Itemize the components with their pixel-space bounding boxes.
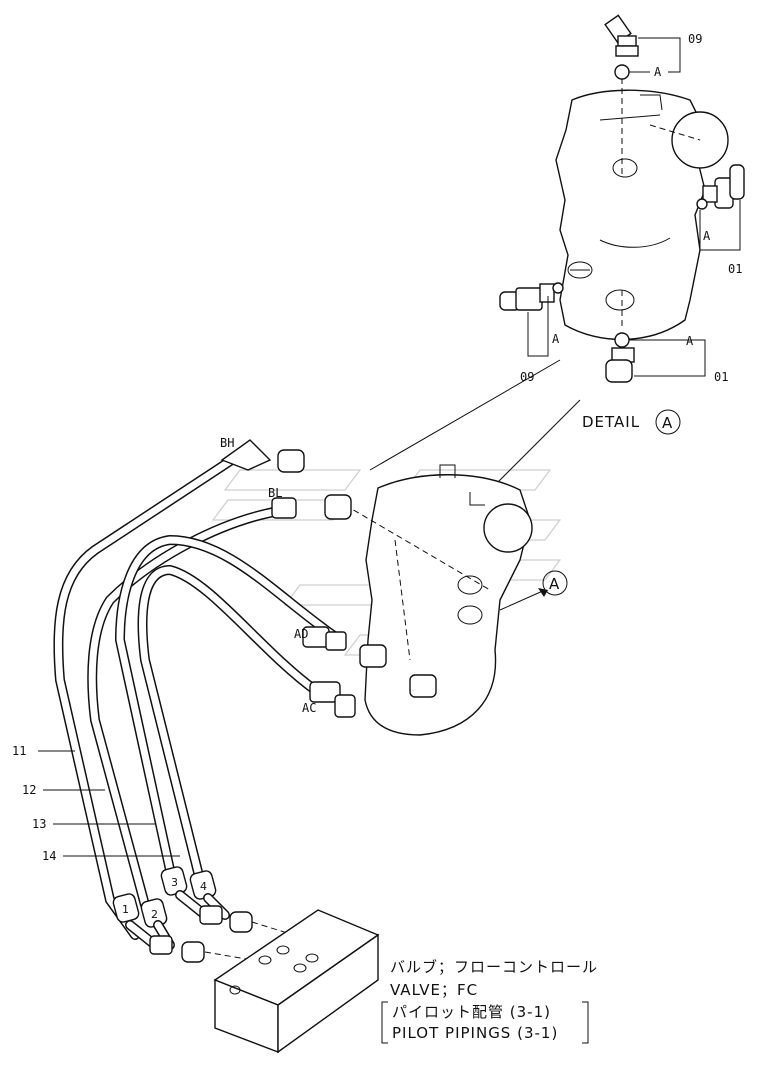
- hose-tag-4: 4: [200, 880, 207, 893]
- port-label-ac: AC: [302, 701, 316, 715]
- title-line-jp-piping: パイロット配管 (3-1): [392, 1003, 551, 1021]
- detail-caption: DETAIL: [582, 413, 640, 431]
- title-line-en-valve: VALVE；FC: [390, 981, 478, 999]
- port-label-bl: BL: [268, 486, 282, 500]
- fitting-top-elbow: [604, 14, 639, 57]
- left-o-ring: [552, 282, 564, 294]
- detail-valve-body: [555, 89, 706, 341]
- label-bottom-part: 01: [714, 370, 728, 384]
- part-number-13: 13: [32, 817, 46, 831]
- manifold-block: [213, 909, 380, 1054]
- bracket-left: [381, 1001, 388, 1044]
- bracket-right: [582, 1001, 589, 1044]
- label-right-part: 01: [728, 262, 742, 276]
- top-o-ring: [614, 64, 630, 80]
- callout-letter: A: [549, 575, 560, 593]
- label-left-a: A: [552, 332, 560, 346]
- lower-fittings: [125, 890, 311, 969]
- part-number-leaders: [38, 750, 180, 857]
- part-number-14: 14: [42, 849, 56, 863]
- detail-circle-letter: A: [662, 414, 673, 432]
- fitting-left-elbow: [499, 283, 555, 311]
- hose-11: [53, 443, 255, 940]
- title-block: バルブ；フローコントロール VALVE；FC パイロット配管 (3-1) PIL…: [381, 958, 598, 1044]
- port-label-bh: BH: [220, 436, 234, 450]
- fitting-ad: [302, 626, 347, 651]
- label-right-a: A: [703, 229, 711, 243]
- label-top-a: A: [654, 65, 662, 79]
- part-number-11: 11: [12, 744, 26, 758]
- label-top-part: 09: [688, 32, 702, 46]
- hose-tag-2: 2: [151, 908, 158, 921]
- fitting-bh: [220, 439, 305, 473]
- fitting-bl: [271, 494, 352, 520]
- right-o-ring: [696, 198, 708, 210]
- flow-control-valve: [344, 464, 533, 736]
- bottom-o-ring: [614, 332, 630, 348]
- hose-14: [137, 564, 320, 885]
- detail-a-view: 09 A A 01 A 09 A 01 DET: [499, 14, 745, 435]
- hose-13: [114, 534, 345, 875]
- fitting-right-elbow: [702, 164, 745, 209]
- port-label-ad: AD: [294, 627, 308, 641]
- hose-tag-1: 1: [122, 903, 129, 916]
- hose-12: [87, 505, 290, 910]
- callout-a: A: [499, 570, 568, 611]
- part-number-12: 12: [22, 783, 36, 797]
- hose-tags: [112, 866, 217, 928]
- hose-tag-3: 3: [171, 876, 178, 889]
- title-line-jp-valve: バルブ；フローコントロール: [390, 958, 598, 976]
- title-line-en-piping: PILOT PIPINGS (3-1): [392, 1024, 558, 1042]
- projection-line-1: [369, 359, 561, 471]
- detail-circle: [655, 409, 681, 435]
- fitting-ac: [309, 681, 356, 718]
- label-bottom-a: A: [686, 334, 694, 348]
- fitting-bottom-elbow: [605, 347, 635, 383]
